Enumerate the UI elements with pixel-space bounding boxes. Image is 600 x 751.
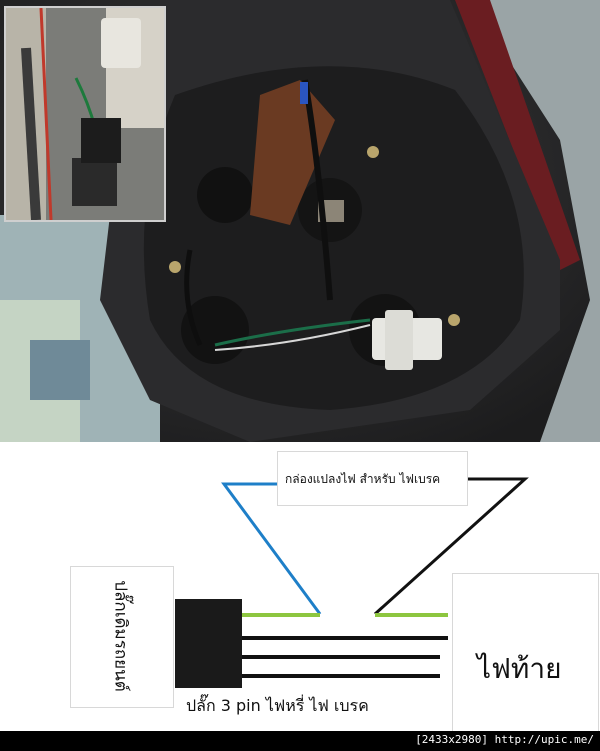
footer-watermark: [2433x2980] http://upic.me/ (415, 733, 594, 746)
wiring-diagram (175, 477, 529, 688)
tail-light-label: ไฟท้าย (477, 652, 562, 685)
original-connector-label: ปลั๊กเดิมรถยนต์ (110, 580, 131, 692)
inset-photo (4, 6, 166, 222)
inset-drawing (6, 8, 164, 220)
tail-light-box (452, 573, 599, 732)
photo-drawing (0, 0, 600, 442)
converter-box (277, 451, 468, 506)
wire-black-to-converter (373, 477, 529, 616)
connector-block (175, 599, 242, 688)
plug-label: ปลั๊ก 3 pin ไฟหรี่ ไฟ เบรค (186, 696, 369, 715)
tail-light-wiring-photo (0, 0, 600, 442)
original-connector-box (70, 566, 174, 708)
wire-blue (221, 482, 322, 615)
footer-bar: [2433x2980] http://upic.me/ (0, 731, 600, 751)
converter-box-label: กล่องแปลงไฟ สำหรับ ไฟเบรค (285, 472, 441, 486)
